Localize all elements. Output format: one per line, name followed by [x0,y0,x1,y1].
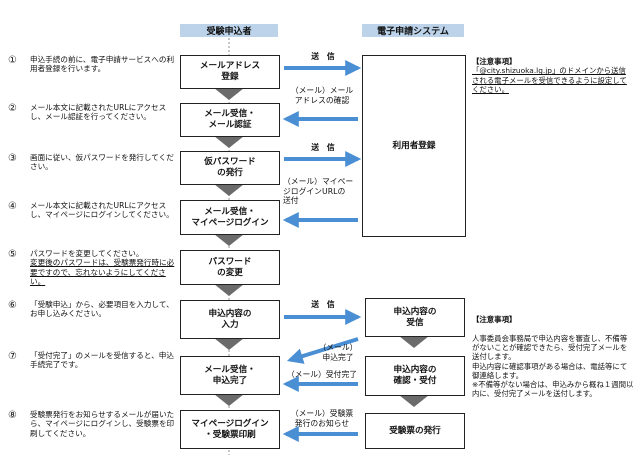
box-temp-password: 仮パスワード の発行 [180,151,280,185]
down-arrow-7 [214,394,244,406]
step-5-warning: 変更後のパスワードは、受験票発行時に必要ですので、忘れないようにしてください。 [30,258,175,287]
label-send2: 送 信 [311,143,335,152]
header-applicant: 受験申込者 [180,24,278,37]
note-body: 人事委員会事務局で申込内容を審査し、不備等がないことが確認できたら、受付完了メー… [472,333,634,399]
down-arrow-2 [214,136,244,148]
label-accept-complete: （メール）受付完了 [286,370,358,379]
step-number: ④ [8,201,17,212]
note-title: 【注意事項】 [472,57,517,66]
note-review: 【注意事項】 人事委員会事務局で申込内容を審査し、不備等がないことが確認できたら… [472,306,634,408]
box-password-change: パスワード の変更 [180,250,280,285]
step-5-main: パスワードを変更してください。 [30,249,144,258]
label-send1: 送 信 [311,52,335,61]
down-arrow-sys-2 [399,395,429,407]
note-title: 【注意事項】 [472,315,517,325]
box-application-receive: 申込内容の 受信 [365,298,465,337]
step-text: メール本文に記載されたURLにアクセスし、メール認証を行ってください。 [30,103,167,122]
step-number: ③ [8,153,17,164]
step-text: パスワードを変更してください。 変更後のパスワードは、受験票発行時に必要ですので… [30,249,178,287]
step-text: 申込手続の前に、電子申請サービスへの利用者登録を行います。 [30,55,175,74]
step-text: 画面に従い、仮パスワードを発行してください。 [30,153,174,172]
step-number: ① [8,55,17,66]
label-mail-confirm: （メール）メール アドレスの確認 [290,86,354,105]
box-email-auth: メール受信・ メール認証 [180,103,280,137]
down-arrow-5 [214,284,244,296]
header-system: 電子申請システム [362,24,464,37]
step-text: 「受付完了」のメールを受信すると、申込手続完了です。 [30,351,174,370]
step-number: ⑤ [8,249,17,260]
label-send3: 送 信 [311,300,335,309]
step-text: 受験票発行をお知らせするメールが届いたら、マイページにログインし、受験票を印刷し… [30,410,175,438]
box-mypage-login: メール受信・ マイページログイン [180,200,280,235]
down-arrow-3 [214,184,244,196]
step-text: 「受験申込」から、必要項目を入力して、お申し込みください。 [30,300,174,319]
box-application-confirm: 申込内容の 確認・受付 [365,356,465,396]
note-domain: 【注意事項】 「@city.shizuoka.lg.jp」のドメインから送信され… [472,57,632,94]
label-app-complete: （メール） 申込完了 [318,343,358,362]
label-ticket-notice: （メール）受験票 発行のお知らせ [290,409,354,428]
box-ticket-print: マイページログイン ・受験票印刷 [180,410,280,449]
note-body: 「@city.shizuoka.lg.jp」のドメインから送信される電子メールを… [472,66,627,94]
step-number: ⑥ [8,300,17,311]
down-arrow-6 [214,338,244,350]
arrow-app-complete [286,337,359,364]
box-ticket-issue: 受験票の発行 [365,413,465,449]
box-user-registration: 利用者登録 [362,55,466,237]
label-login-url: （メール）マイペー ジログインURLの 送付 [283,177,354,206]
step-number: ⑦ [8,351,17,362]
down-arrow-1 [214,88,244,100]
step-text: メール本文に記載されたURLにアクセスし、マイページにログインしてください。 [30,201,174,220]
box-application-input: 申込内容の 入力 [180,300,280,339]
down-arrow-sys-1 [399,336,429,348]
box-application-complete: メール受信・ 申込完了 [180,356,280,395]
down-arrow-4 [214,234,244,246]
box-email-register: メールアドレス 登録 [180,55,280,89]
step-number: ⑧ [8,410,17,421]
step-number: ② [8,103,17,114]
